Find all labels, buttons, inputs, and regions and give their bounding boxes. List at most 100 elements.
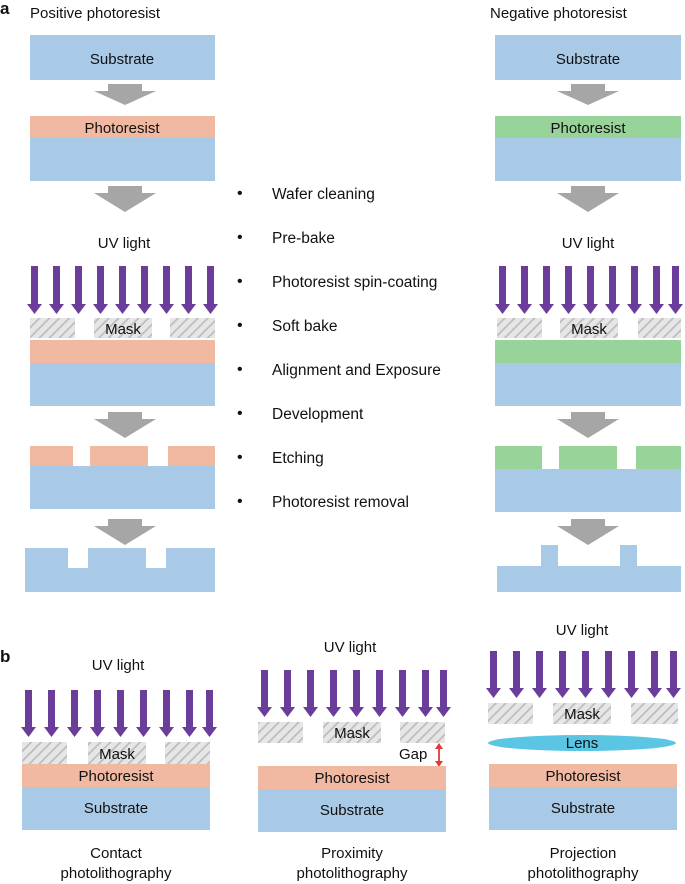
mask-segment: [170, 318, 215, 338]
photoresist-label: Photoresist: [545, 768, 621, 785]
step-item: Pre-bake: [272, 230, 335, 247]
bullet: •: [237, 493, 243, 510]
down-arrow: [557, 519, 619, 545]
mask-segment: [638, 318, 681, 338]
process-step-list: • Wafer cleaning • Pre-bake • Photoresis…: [237, 185, 441, 511]
photoresist-label: Photoresist: [84, 120, 160, 137]
panel-label-a: a: [0, 0, 10, 18]
negative-photoresist-column: Negative photoresist Substrate Photoresi…: [490, 5, 683, 592]
uv-light-label: UV light: [92, 657, 145, 674]
etched-substrate: [25, 548, 215, 592]
positive-photoresist-title: Positive photoresist: [30, 5, 161, 22]
uv-light-arrows: [495, 266, 683, 314]
bullet: •: [237, 185, 243, 202]
substrate-label: Substrate: [551, 800, 615, 817]
substrate-label: Substrate: [84, 800, 148, 817]
mask-label: Mask: [571, 321, 607, 338]
developed-photoresist: [168, 446, 215, 466]
developed-photoresist: [559, 446, 617, 469]
mask-label: Mask: [99, 746, 135, 763]
down-arrow: [94, 84, 156, 105]
uv-light-arrows: [257, 670, 451, 717]
developed-photoresist: [636, 446, 681, 469]
substrate-label: Substrate: [556, 51, 620, 68]
mask-segment: [258, 722, 303, 743]
positive-photoresist-column: Positive photoresist Substrate Photoresi…: [25, 5, 218, 592]
mask-segment: [631, 703, 678, 724]
substrate-label: Substrate: [320, 802, 384, 819]
contact-caption-line1: Contact: [90, 845, 143, 862]
step-item: Wafer cleaning: [272, 186, 375, 203]
photoresist-label: Photoresist: [78, 768, 154, 785]
uv-light-label: UV light: [562, 235, 615, 252]
down-arrow: [94, 519, 156, 545]
projection-caption-line1: Projection: [550, 845, 617, 862]
uv-light-label: UV light: [98, 235, 151, 252]
mask-segment: [400, 722, 445, 743]
mask-segment: [165, 742, 210, 764]
uv-light-label: UV light: [324, 639, 377, 656]
developed-photoresist: [30, 446, 73, 466]
substrate-layer: [489, 787, 677, 830]
photoresist-layer: [22, 764, 210, 787]
substrate-layer: [30, 35, 215, 80]
mask-segment: [88, 742, 146, 764]
mask-segment: [560, 318, 618, 338]
photoresist-layer: [495, 340, 681, 363]
proximity-caption-line1: Proximity: [321, 845, 383, 862]
down-arrow: [557, 84, 619, 105]
uv-light-arrows: [21, 690, 217, 737]
step-item: Soft bake: [272, 318, 338, 335]
lens-label: Lens: [566, 735, 599, 752]
substrate-layer: [30, 466, 215, 509]
step-item: Alignment and Exposure: [272, 362, 441, 379]
bullet: •: [237, 449, 243, 466]
contact-caption-line2: photolithography: [61, 865, 172, 882]
mask-segment: [30, 318, 75, 338]
mask-label: Mask: [105, 321, 141, 338]
substrate-label: Substrate: [90, 51, 154, 68]
step-item: Development: [272, 406, 364, 423]
photoresist-label: Photoresist: [550, 120, 626, 137]
substrate-layer: [22, 787, 210, 830]
uv-light-arrows: [27, 266, 218, 314]
mask-segment: [497, 318, 542, 338]
down-arrow: [94, 412, 156, 438]
photoresist-layer: [258, 766, 446, 789]
substrate-layer: [495, 363, 681, 406]
down-arrow: [557, 186, 619, 212]
down-arrow: [94, 186, 156, 212]
bullet: •: [237, 405, 243, 422]
projection-photolithography: UV light Mask Lens Photoresist Substrate…: [486, 622, 681, 882]
mask-label: Mask: [334, 725, 370, 742]
uv-light-arrows: [486, 651, 681, 698]
down-arrow: [557, 412, 619, 438]
mask-segment: [22, 742, 67, 764]
bullet: •: [237, 361, 243, 378]
photoresist-layer: [495, 116, 681, 138]
mask-label: Mask: [564, 706, 600, 723]
bullet: •: [237, 273, 243, 290]
step-item: Photoresist removal: [272, 494, 409, 511]
developed-photoresist: [90, 446, 148, 466]
photoresist-layer: [489, 764, 677, 787]
proximity-photolithography: UV light Mask Gap Photoresist Substrate …: [257, 639, 451, 882]
gap-arrow-icon: [435, 743, 443, 767]
panel-label-b: b: [0, 647, 10, 666]
projection-caption-line2: photolithography: [528, 865, 639, 882]
substrate-layer: [495, 469, 681, 512]
bullet: •: [237, 229, 243, 246]
bullet: •: [237, 317, 243, 334]
negative-photoresist-title: Negative photoresist: [490, 5, 628, 22]
substrate-layer: [258, 789, 446, 832]
step-item: Etching: [272, 450, 324, 467]
substrate-layer: [30, 138, 215, 181]
mask-segment: [323, 722, 381, 743]
photoresist-label: Photoresist: [314, 770, 390, 787]
photoresist-layer: [30, 116, 215, 138]
mask-segment: [94, 318, 152, 338]
substrate-layer: [495, 35, 681, 80]
lens-icon: [488, 735, 676, 751]
substrate-layer: [30, 363, 215, 406]
